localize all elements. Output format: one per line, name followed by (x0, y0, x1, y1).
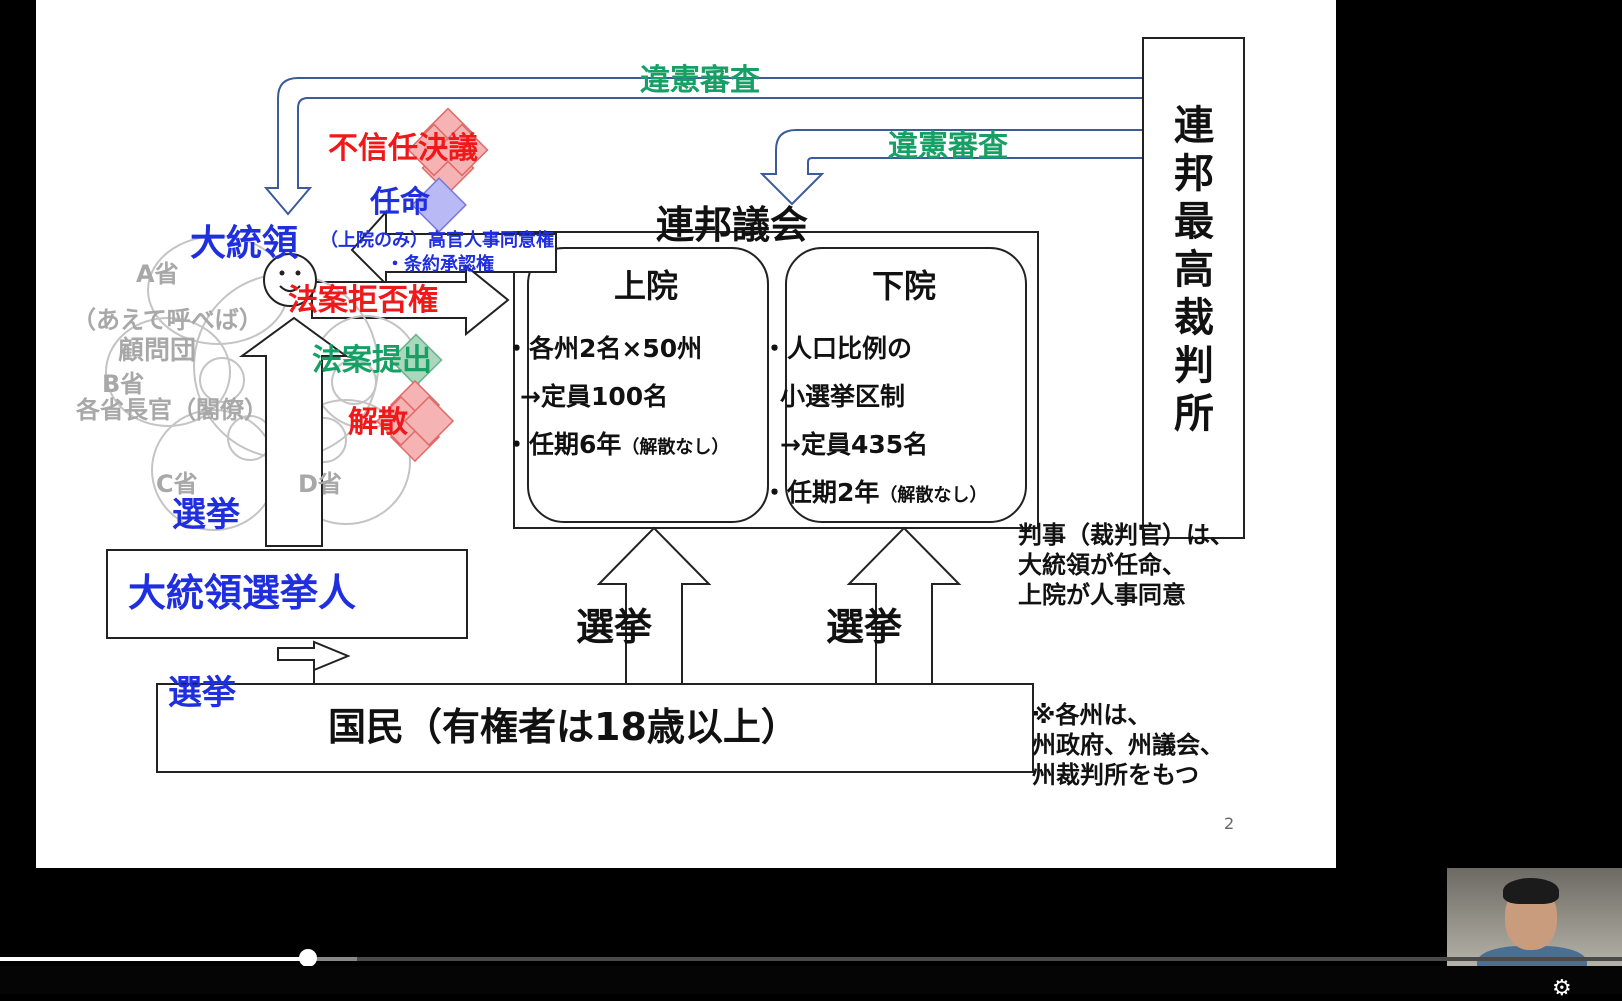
no-confidence-label: 不信任決議 (328, 134, 478, 164)
senate-line2: →定員100名 (520, 384, 668, 409)
veto-label: 法案拒否権 (288, 286, 438, 316)
player-controls-bar (0, 966, 1622, 994)
progress-played (0, 957, 308, 961)
appoint-label: 任命 (370, 188, 430, 218)
house-line2: 小選挙区制 (780, 384, 905, 409)
election-house-label: 選挙 (826, 608, 902, 646)
election-president-label: 選挙 (172, 498, 240, 532)
senate-powers-line2: ・条約承認権 (386, 256, 494, 274)
gear-icon[interactable]: ⚙ (1552, 978, 1572, 1000)
ministry-c-label: C省 (156, 472, 198, 496)
bill-submission-label: 法案提出 (312, 346, 432, 376)
election-senate-label: 選挙 (576, 608, 652, 646)
page-number: 2 (1224, 816, 1234, 832)
senate-line3: ・任期6年（解散なし） (504, 432, 729, 457)
ministry-a-label: A省 (136, 262, 179, 286)
supreme-court-label: 連邦最高裁判所 (1170, 104, 1210, 464)
electors-label: 大統領選挙人 (128, 574, 356, 612)
house-line4: ・任期2年（解散なし） (762, 480, 987, 505)
advisors-label-2: 顧問団 (118, 338, 196, 364)
advisors-label-1: （あえて呼べば） (72, 308, 263, 332)
slide: 違憲審査 違憲審査 連邦最高裁判所 不信任決議 任命 大統領 （上院のみ）高官人… (36, 0, 1336, 868)
citizens-label: 国民（有権者は18歳以上） (328, 708, 799, 746)
ministers-label: 各省長官（閣僚） (76, 398, 268, 422)
ministry-d-label: D省 (298, 472, 342, 496)
judges-note: 判事（裁判官）は、 大統領が任命、 上院が人事同意 (1018, 520, 1234, 610)
house-line1: ・人口比例の (762, 336, 912, 361)
house-line3: →定員435名 (780, 432, 928, 457)
election-electors-arrow (278, 642, 348, 684)
top-review-label: 違憲審査 (640, 66, 760, 96)
senate-powers-line1: （上院のみ）高官人事同意権 (320, 232, 554, 250)
president-label: 大統領 (190, 226, 298, 262)
house-title: 下院 (872, 270, 936, 302)
states-note: ※各州は、 州政府、州議会、 州裁判所をもつ (1032, 700, 1224, 790)
congress-label: 連邦議会 (656, 206, 808, 244)
ministry-b-label: B省 (102, 372, 144, 396)
mid-review-label: 違憲審査 (888, 132, 1008, 162)
progress-scrubber[interactable] (299, 949, 317, 967)
election-electors-label: 選挙 (168, 676, 236, 710)
senate-title: 上院 (614, 270, 678, 302)
senate-line1: ・各州2名×50州 (504, 336, 702, 361)
dissolution-label: 解散 (348, 408, 408, 438)
